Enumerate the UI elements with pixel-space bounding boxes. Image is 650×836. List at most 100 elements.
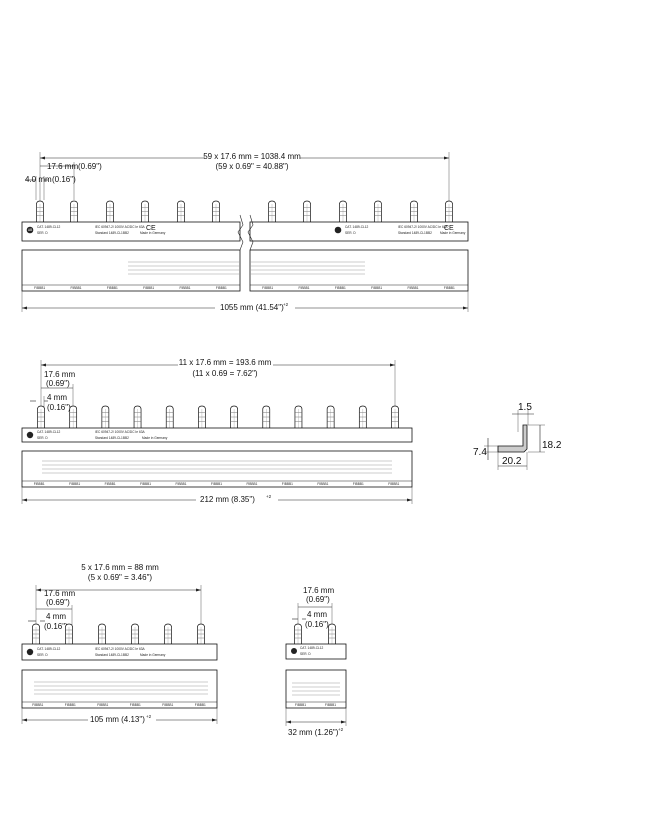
pole-mark: FIBBB1 xyxy=(162,703,173,707)
pin xyxy=(32,623,40,644)
pins-1 xyxy=(36,200,453,222)
pole-mark: FIBBB1 xyxy=(246,482,257,486)
pole-mark: FIBBB1 xyxy=(65,703,76,707)
pin-in-3: (0.16") xyxy=(44,622,68,631)
pin-in-1: (0.16") xyxy=(52,175,76,184)
pin-in-2: (0.16") xyxy=(47,403,71,412)
pin xyxy=(303,200,311,222)
pitch-total-3: 5 x 17.6 mm = 88 mm xyxy=(81,563,159,572)
pole-mark: FIBBB1 xyxy=(216,286,227,290)
pole-mark: FIBBB1 xyxy=(444,286,455,290)
pole-mark: FIBBB1 xyxy=(176,482,187,486)
pitch-1: 17.6 mm xyxy=(47,162,78,171)
pitch-in-2: (0.69") xyxy=(46,379,70,388)
pin xyxy=(164,623,172,644)
pole-mark: FIBBB1 xyxy=(211,482,222,486)
ce-mark-1: CE xyxy=(146,225,156,232)
pin-3: 4 mm xyxy=(46,612,66,621)
pole-mark: FIBBB1 xyxy=(299,286,310,290)
label-ul-1b: Standard 1489-CL1BB2 xyxy=(398,231,432,235)
pin xyxy=(165,405,174,428)
pin xyxy=(262,405,271,428)
pole-mark: FIBBB1 xyxy=(71,286,82,290)
pin xyxy=(37,405,45,428)
busbar-2: 11 x 17.6 mm = 193.6 mm (11 x 0.69 = 7.6… xyxy=(21,356,413,505)
pole-mark: FIBBB1 xyxy=(262,286,273,290)
profile-height: 18.2 xyxy=(542,440,562,451)
pin-2: 4 mm xyxy=(47,393,67,402)
pin xyxy=(36,200,44,222)
pin xyxy=(358,405,367,428)
pin xyxy=(197,623,205,644)
pin xyxy=(212,200,220,222)
pin xyxy=(177,200,185,222)
tol-1: +2 xyxy=(283,302,289,307)
pin xyxy=(98,623,106,644)
pin xyxy=(391,405,399,428)
label-ser-1: SER. D xyxy=(37,231,48,235)
pin xyxy=(326,405,335,428)
tol-3: +2 xyxy=(146,714,152,719)
pitch-4: 17.6 mm xyxy=(303,586,334,595)
pin xyxy=(230,405,238,428)
pin xyxy=(328,623,336,644)
pin xyxy=(65,623,73,644)
label-ul-3: Standard 1489-CL1BB2 xyxy=(95,653,129,657)
pitch-in-3: (0.69") xyxy=(46,598,70,607)
pin xyxy=(101,405,110,428)
pole-mark: FIBBB1 xyxy=(295,703,306,707)
label-iec-1: IEC 60947-2/ 1000V AC/DC Ie 63A xyxy=(95,225,145,229)
pole-mark: FIBBB1 xyxy=(325,703,336,707)
pole-mark: FIBBB1 xyxy=(34,482,45,486)
busbar-1: 59 x 17.6 mm = 1038.4 mm (59 x 0.69" = 4… xyxy=(21,150,469,313)
pins-4 xyxy=(294,623,336,644)
label-cat-2: CAT. 1489-CL12 xyxy=(37,430,61,434)
pin xyxy=(198,405,206,428)
label-iec-3: IEC 60947-2/ 1000V AC/DC Ie 63A xyxy=(95,647,145,651)
pin xyxy=(339,200,347,222)
busbar-3: 5 x 17.6 mm = 88 mm (5 x 0.69" = 3.46") … xyxy=(21,563,218,725)
marks-1: FIBBB1 FIBBB1 FIBBB1 FIBBB1 FIBBB1 FIBBB1 FIBB… xyxy=(34,286,455,290)
pins-3 xyxy=(32,623,205,644)
marks-4: FIBBB1 FIBBB1 xyxy=(295,703,336,707)
profile-section: 1.5 18.2 7.4 20.2 xyxy=(473,402,562,470)
pole-mark: FIBBB1 xyxy=(195,703,206,707)
pin-1: 4.0 mm xyxy=(25,175,52,184)
pins-2 xyxy=(37,405,399,428)
pole-mark: FIBBB1 xyxy=(143,286,154,290)
length-1: 1055 mm (41.54") xyxy=(220,303,284,312)
label-ser-4: SER. D xyxy=(300,652,311,656)
label-made-1b: Made in Germany xyxy=(440,231,466,235)
tol-4: +2 xyxy=(338,727,344,732)
pole-mark: FIBBB1 xyxy=(408,286,419,290)
pitch-total-1: 59 x 17.6 mm = 1038.4 mm xyxy=(203,152,301,161)
pole-mark: FIBBB1 xyxy=(34,286,45,290)
label-cat-3: CAT. 1489-CL12 xyxy=(37,647,61,651)
label-ser-1b: SER. D xyxy=(345,231,356,235)
pole-mark: FIBBB1 xyxy=(97,703,108,707)
pole-mark: FIBBB1 xyxy=(180,286,191,290)
label-made-3: Made in Germany xyxy=(140,653,166,657)
pole-mark: FIBBB1 xyxy=(69,482,80,486)
label-cat-1: CAT. 1489-CL12 xyxy=(37,225,61,229)
pin xyxy=(106,200,114,222)
length-3: 105 mm (4.13") xyxy=(90,715,145,724)
pitch-in-4: (0.69") xyxy=(306,595,330,604)
pitch-total-2: 11 x 17.6 mm = 193.6 mm xyxy=(179,358,272,367)
pin xyxy=(133,405,142,428)
pole-mark: FIBBB1 xyxy=(353,482,364,486)
pin xyxy=(268,200,276,222)
pin xyxy=(70,200,78,222)
profile-left: 7.4 xyxy=(473,447,487,458)
label-ul-1: Standard 1489-CL1BB2 xyxy=(95,231,129,235)
pin-in-4: (0.16") xyxy=(305,620,329,629)
pitch-2: 17.6 mm xyxy=(44,370,75,379)
pin-4: 4 mm xyxy=(307,610,327,619)
profile-bottom: 20.2 xyxy=(502,456,522,467)
pin xyxy=(141,200,149,222)
pitch-3: 17.6 mm xyxy=(44,589,75,598)
label-cat-4: CAT. 1489-CL12 xyxy=(300,646,324,650)
